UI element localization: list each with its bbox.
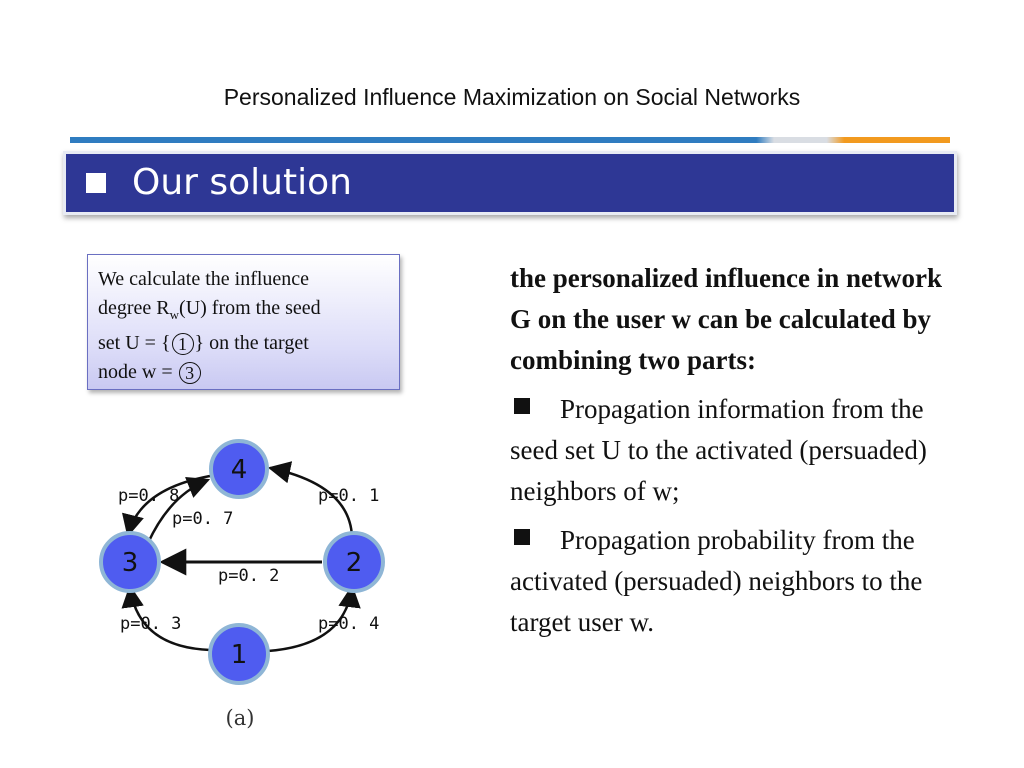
page-title: Personalized Influence Maximization on S… [223, 84, 801, 110]
lead-paragraph: the personalized influence in network G … [510, 263, 942, 375]
bullet-item: Propagation information from the seed se… [510, 389, 950, 512]
square-bullet-icon [514, 529, 530, 545]
circled-node-label: 1 [171, 333, 194, 356]
callout-text: We calculate the influence [98, 268, 310, 290]
edge-1-2 [267, 584, 361, 653]
edge-label: p=0. 2 [218, 566, 279, 586]
square-bullet-icon [514, 398, 530, 414]
node-label: 3 [122, 548, 139, 578]
callout-line: node w = 3 [98, 358, 389, 387]
bullet-text: Propagation information from the seed se… [510, 394, 927, 506]
callout-text: set U = { [98, 332, 171, 354]
node-2: 2 [323, 531, 385, 593]
title-divider [70, 137, 950, 143]
node-3: 3 [99, 531, 161, 593]
node-1: 1 [208, 623, 270, 685]
edge-label: p=0. 4 [318, 614, 379, 634]
circled-node-label: 3 [178, 362, 201, 385]
edge-label: p=0. 1 [318, 486, 379, 506]
bullet-text: Propagation probability from the activat… [510, 525, 923, 637]
explanation-text: the personalized influence in network G … [510, 258, 950, 643]
edge-1-3 [121, 584, 211, 652]
callout-box: We calculate the influence degree Rw(U) … [87, 254, 400, 390]
section-banner: Our solution [63, 151, 957, 215]
figure-caption: (a) [226, 706, 255, 730]
callout-line: set U = {1} on the target [98, 329, 389, 358]
callout-text: } on the target [194, 332, 309, 354]
callout-line: We calculate the influence [98, 265, 389, 294]
edge-2-4 [267, 461, 354, 538]
subscript: w [169, 307, 180, 322]
square-bullet-icon [86, 173, 106, 193]
node-label: 2 [346, 548, 363, 578]
node-label: 4 [231, 455, 248, 485]
bullet-item: Propagation probability from the activat… [510, 520, 950, 643]
callout-line: degree Rw(U) from the seed [98, 294, 389, 329]
callout-text: (U) from the seed [179, 297, 321, 319]
section-heading: Our solution [132, 162, 352, 203]
edge-label: p=0. 3 [120, 614, 181, 634]
network-diagram: p=0. 8 p=0. 7 p=0. 1 p=0. 2 p=0. 3 p=0. … [99, 439, 385, 730]
edge-3-4 [146, 476, 211, 544]
callout-text: degree R [98, 297, 170, 319]
node-label: 1 [231, 640, 248, 670]
edge-label: p=0. 8 [118, 486, 179, 506]
edge-label: p=0. 7 [172, 509, 233, 529]
callout-text: node w = [98, 361, 178, 383]
node-4: 4 [209, 439, 269, 499]
